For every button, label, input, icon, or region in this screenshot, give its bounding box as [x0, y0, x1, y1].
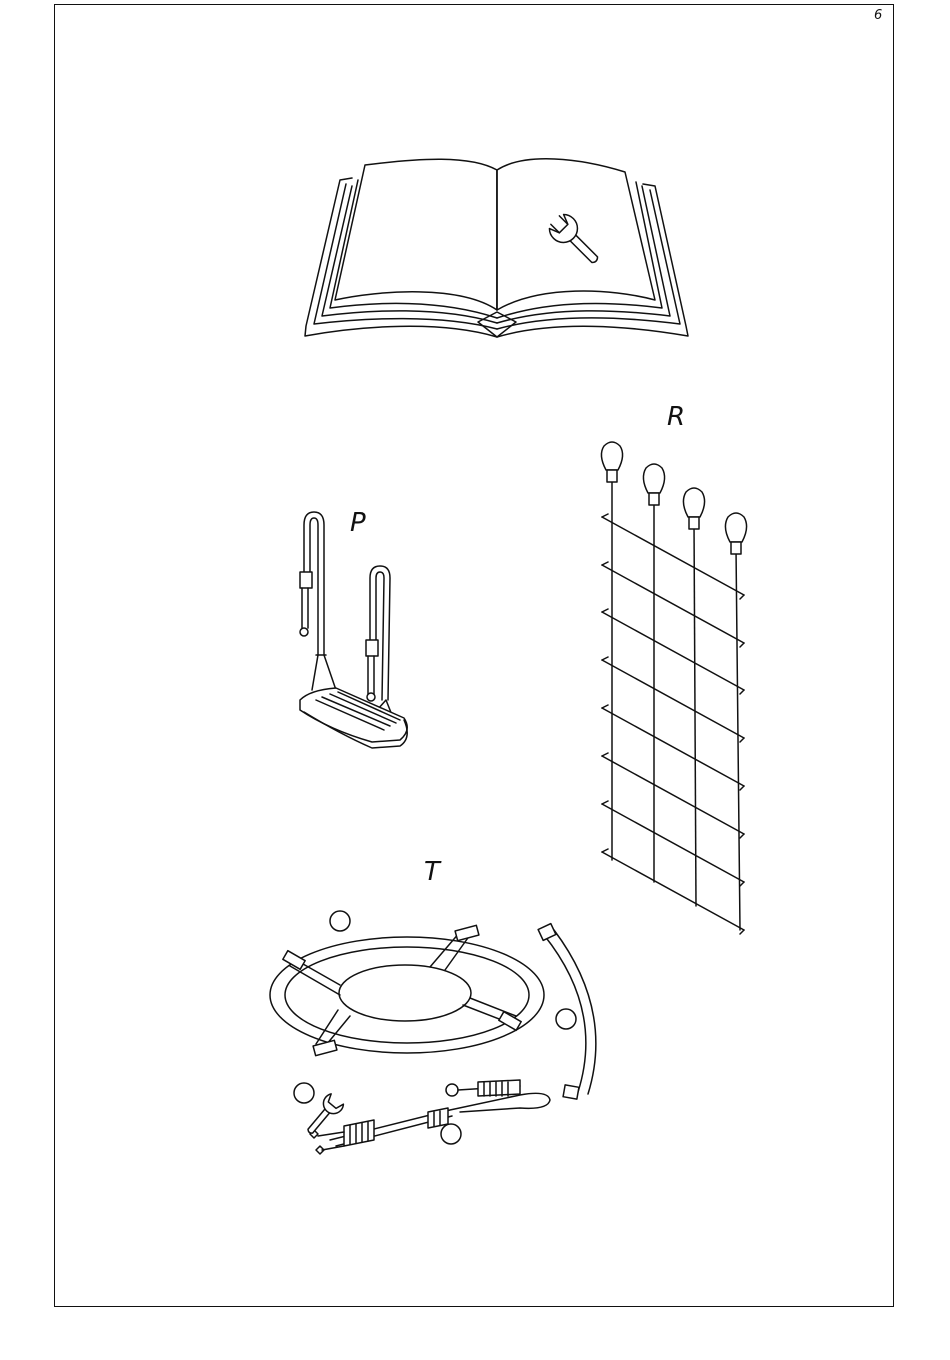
nest-swing-kit-icon	[270, 911, 596, 1154]
callout-circle	[556, 1009, 576, 1029]
callout-circle	[294, 1083, 314, 1103]
callout-circle	[441, 1124, 461, 1144]
climbing-net-icon	[601, 442, 746, 934]
callout-circle	[330, 911, 350, 931]
open-book-with-wrench-icon	[305, 159, 688, 337]
swing-seat-icon	[300, 512, 407, 748]
